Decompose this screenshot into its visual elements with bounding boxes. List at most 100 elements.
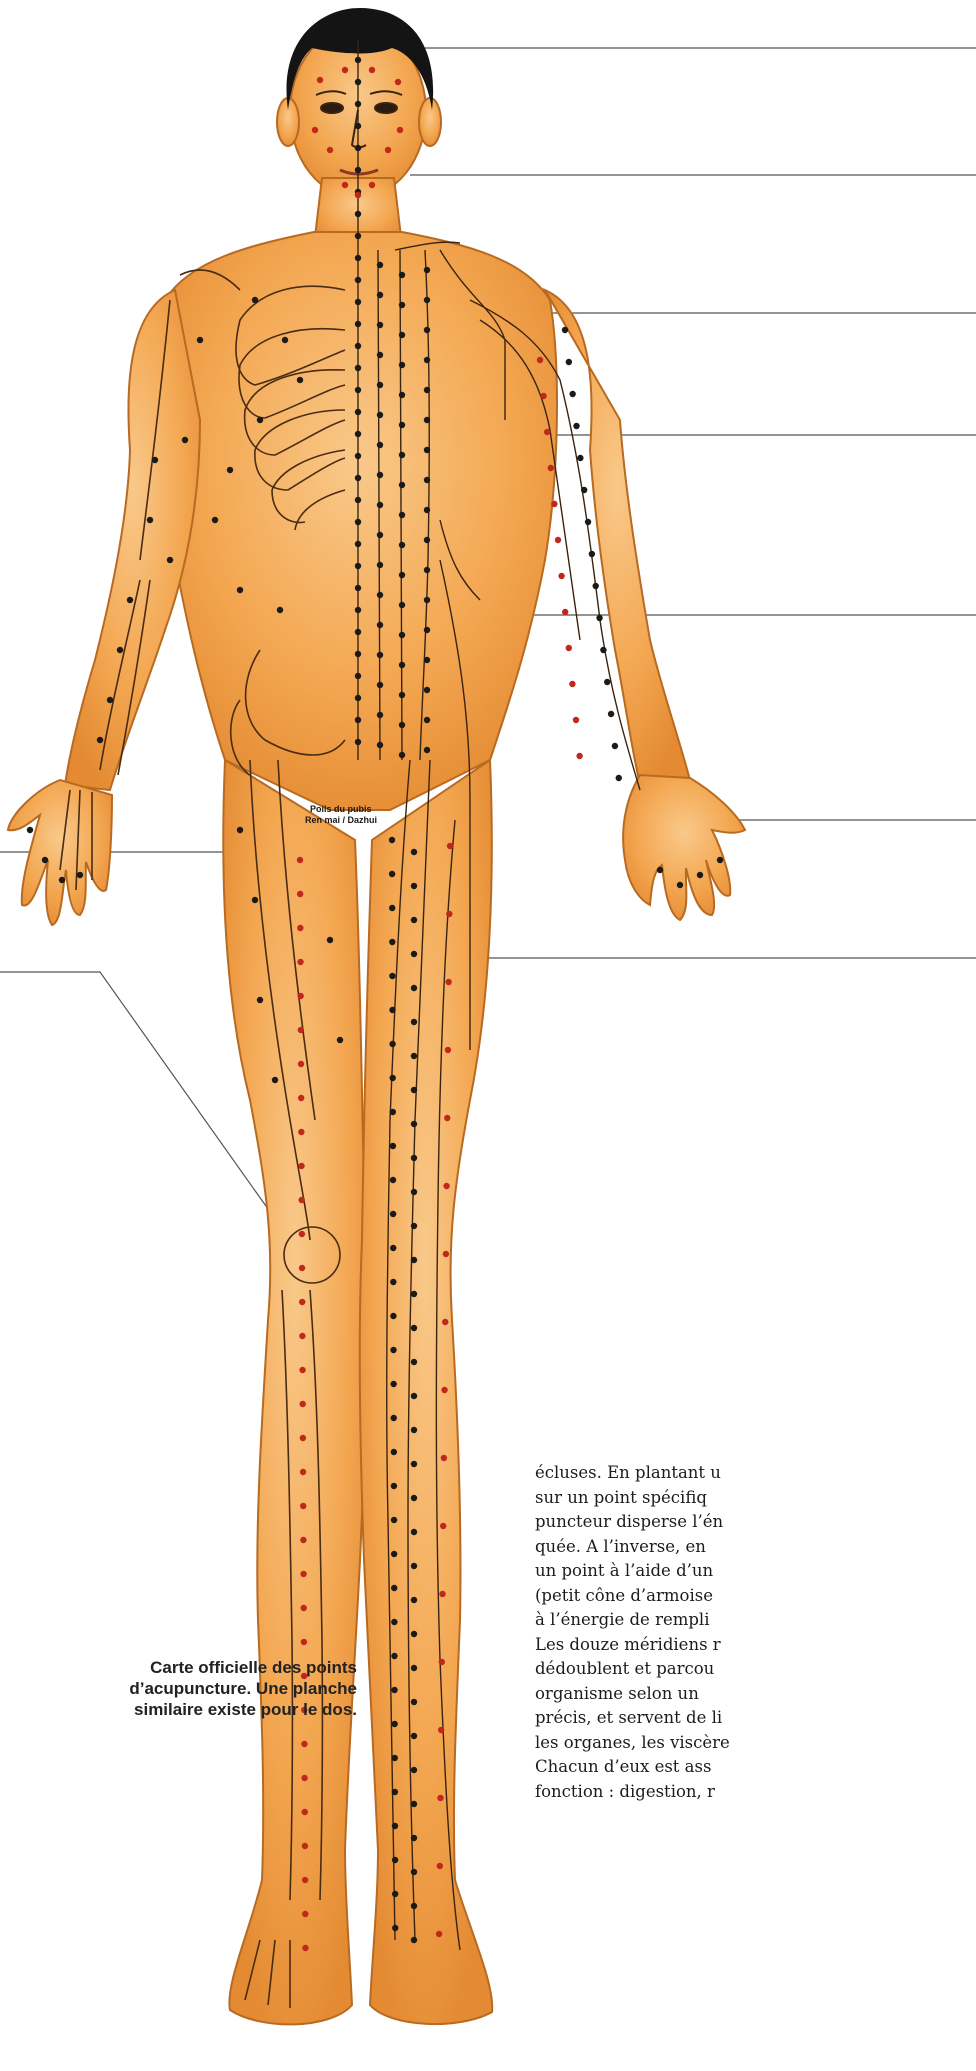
acupuncture-point xyxy=(301,1741,307,1747)
acupuncture-point xyxy=(424,327,430,333)
acupuncture-point xyxy=(300,1503,306,1509)
acupuncture-point xyxy=(390,1279,396,1285)
acupuncture-point xyxy=(441,1455,447,1461)
acupuncture-point xyxy=(377,532,383,538)
acupuncture-point xyxy=(300,1435,306,1441)
acupuncture-point xyxy=(377,442,383,448)
acupuncture-point xyxy=(392,1823,398,1829)
acupuncture-point xyxy=(317,77,323,83)
acupuncture-point xyxy=(167,557,173,563)
acupuncture-point xyxy=(395,79,401,85)
acupuncture-point xyxy=(411,1223,417,1229)
acupuncture-point xyxy=(297,377,303,383)
acupuncture-point xyxy=(537,357,543,363)
acupuncture-point xyxy=(390,1347,396,1353)
article-line: dédoublent et parcou xyxy=(535,1657,835,1682)
article-line: sur un point spécifiq xyxy=(535,1486,835,1511)
acupuncture-point xyxy=(391,1483,397,1489)
acupuncture-point xyxy=(411,1495,417,1501)
acupuncture-point xyxy=(301,1605,307,1611)
acupuncture-point xyxy=(436,1931,442,1937)
acupuncture-point xyxy=(697,872,703,878)
acupuncture-point xyxy=(573,717,579,723)
acupuncture-point xyxy=(355,673,361,679)
acupuncture-point xyxy=(424,357,430,363)
acupuncture-point xyxy=(424,627,430,633)
acupuncture-point xyxy=(297,857,303,863)
acupuncture-point xyxy=(390,1143,396,1149)
acupuncture-point xyxy=(399,572,405,578)
acupuncture-point xyxy=(355,541,361,547)
acupuncture-point xyxy=(302,1945,308,1951)
acupuncture-point xyxy=(399,302,405,308)
acupuncture-point xyxy=(355,365,361,371)
acupuncture-point xyxy=(390,1211,396,1217)
acupuncture-point xyxy=(302,1877,308,1883)
acupuncture-point xyxy=(390,1177,396,1183)
acupuncture-point xyxy=(327,937,333,943)
acupuncture-point xyxy=(391,1415,397,1421)
acupuncture-point xyxy=(424,747,430,753)
caption-line: Carte officielle des points xyxy=(95,1657,357,1678)
acupuncture-point xyxy=(411,1189,417,1195)
acupuncture-point xyxy=(399,422,405,428)
acupuncture-point xyxy=(424,267,430,273)
acupuncture-point xyxy=(389,1007,395,1013)
acupuncture-point xyxy=(576,753,582,759)
acupuncture-point xyxy=(424,507,430,513)
acupuncture-point xyxy=(596,615,602,621)
acupuncture-point xyxy=(411,1869,417,1875)
acupuncture-point xyxy=(377,412,383,418)
acupuncture-point xyxy=(392,1925,398,1931)
acupuncture-point xyxy=(282,337,288,343)
acupuncture-point xyxy=(411,1155,417,1161)
acupuncture-point xyxy=(377,322,383,328)
acupuncture-point xyxy=(399,662,405,668)
acupuncture-point xyxy=(390,1381,396,1387)
acupuncture-point xyxy=(443,1183,449,1189)
acupuncture-point xyxy=(355,563,361,569)
acupuncture-point xyxy=(77,872,83,878)
acupuncture-point xyxy=(355,519,361,525)
acupuncture-point xyxy=(411,1053,417,1059)
acupuncture-point xyxy=(397,127,403,133)
acupuncture-point xyxy=(297,959,303,965)
acupuncture-point xyxy=(298,1027,304,1033)
acupuncture-point xyxy=(355,387,361,393)
acupuncture-point xyxy=(369,182,375,188)
acupuncture-point xyxy=(411,1563,417,1569)
acupuncture-point xyxy=(252,297,258,303)
acupuncture-point xyxy=(301,1775,307,1781)
acupuncture-point xyxy=(391,1551,397,1557)
acupuncture-point xyxy=(573,423,579,429)
acupuncture-point xyxy=(717,857,723,863)
acupuncture-point xyxy=(327,147,333,153)
acupuncture-point xyxy=(355,101,361,107)
acupuncture-point xyxy=(442,1319,448,1325)
acupuncture-point xyxy=(411,1393,417,1399)
acupuncture-point xyxy=(445,979,451,985)
acupuncture-point xyxy=(355,211,361,217)
acupuncture-point xyxy=(424,387,430,393)
acupuncture-point xyxy=(377,292,383,298)
acupuncture-point xyxy=(399,482,405,488)
acupuncture-point xyxy=(411,1665,417,1671)
acupuncture-point xyxy=(97,737,103,743)
article-line: fonction : digestion, r xyxy=(535,1780,835,1805)
acupuncture-point xyxy=(390,1313,396,1319)
acupuncture-point xyxy=(440,1523,446,1529)
acupuncture-point xyxy=(377,652,383,658)
acupuncture-point xyxy=(355,409,361,415)
acupuncture-point xyxy=(581,487,587,493)
acupuncture-point xyxy=(302,1809,308,1815)
acupuncture-point xyxy=(257,417,263,423)
acupuncture-point xyxy=(299,1265,305,1271)
acupuncture-point xyxy=(424,657,430,663)
acupuncture-point xyxy=(237,827,243,833)
article-line: Chacun d’eux est ass xyxy=(535,1755,835,1780)
acupuncture-point xyxy=(377,262,383,268)
acupuncture-point xyxy=(390,1109,396,1115)
acupuncture-point xyxy=(399,632,405,638)
acupuncture-point xyxy=(390,1245,396,1251)
acupuncture-point xyxy=(399,542,405,548)
